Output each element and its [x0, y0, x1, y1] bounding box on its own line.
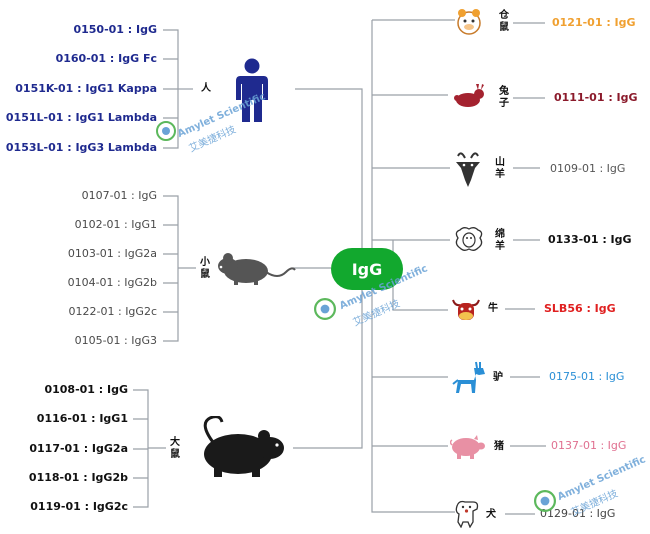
human-item-5: 0153L-01 : IgG3 Lambda	[5, 141, 157, 154]
center-node: IgG	[331, 248, 403, 290]
mouse-icon	[218, 253, 296, 285]
goat-icon	[456, 152, 480, 187]
mouse-item-2: 0102-01 : IgG1	[74, 218, 157, 231]
cow-species-label: 牛	[488, 303, 498, 314]
rat-item-2: 0116-01 : IgG1	[36, 412, 128, 425]
dog-item: 0129-01 : IgG	[540, 507, 616, 520]
rabbit-item: 0111-01 : IgG	[554, 91, 638, 104]
pig-species-label: 猪	[494, 441, 504, 452]
pig-icon	[450, 435, 485, 459]
watermark-logo-icon	[534, 490, 556, 512]
donkey-species-label: 驴	[493, 372, 503, 383]
pig-item: 0137-01 : IgG	[551, 439, 627, 452]
human-icon	[236, 58, 268, 122]
dog-species-label: 犬	[486, 509, 496, 520]
goat-species-label: 山羊	[495, 157, 505, 180]
watermark-logo-icon	[314, 298, 336, 320]
mouse-item-3: 0103-01 : IgG2a	[67, 247, 157, 260]
mouse-item-5: 0122-01 : IgG2c	[68, 305, 157, 318]
hamster-icon	[457, 9, 481, 35]
rabbit-icon	[454, 84, 484, 107]
rat-item-4: 0118-01 : IgG2b	[28, 471, 128, 484]
mouse-item-4: 0104-01 : IgG2b	[67, 276, 157, 289]
sheep-species-label: 绵羊	[495, 229, 505, 252]
cow-item: SLB56 : IgG	[544, 302, 616, 315]
human-species-label: 人	[201, 83, 211, 94]
sheep-icon	[455, 227, 483, 251]
human-item-3: 0151K-01 : IgG1 Kappa	[15, 82, 157, 95]
human-item-2: 0160-01 : IgG Fc	[55, 52, 157, 65]
rat-item-3: 0117-01 : IgG2a	[29, 442, 128, 455]
watermark-logo-icon	[156, 121, 176, 141]
mouse-item-1: 0107-01 : IgG	[81, 189, 157, 202]
mouse-item-6: 0105-01 : IgG3	[74, 334, 157, 347]
sheep-item: 0133-01 : IgG	[548, 233, 632, 246]
hamster-item: 0121-01 : IgG	[552, 16, 636, 29]
human-item-4: 0151L-01 : IgG1 Lambda	[5, 111, 157, 124]
cow-icon	[452, 299, 480, 320]
dog-icon	[455, 500, 479, 528]
rat-item-5: 0119-01 : IgG2c	[30, 500, 128, 513]
mouse-species-label: 小鼠	[200, 257, 210, 280]
rabbit-species-label: 兔子	[499, 86, 509, 109]
donkey-item: 0175-01 : IgG	[549, 370, 625, 383]
hamster-species-label: 仓鼠	[499, 10, 509, 33]
rat-item-1: 0108-01 : IgG	[44, 383, 128, 396]
rat-species-label: 大鼠	[170, 437, 180, 460]
donkey-icon	[452, 361, 485, 393]
goat-item: 0109-01 : IgG	[550, 162, 626, 175]
human-item-1: 0150-01 : IgG	[73, 23, 157, 36]
rat-icon	[203, 416, 284, 477]
